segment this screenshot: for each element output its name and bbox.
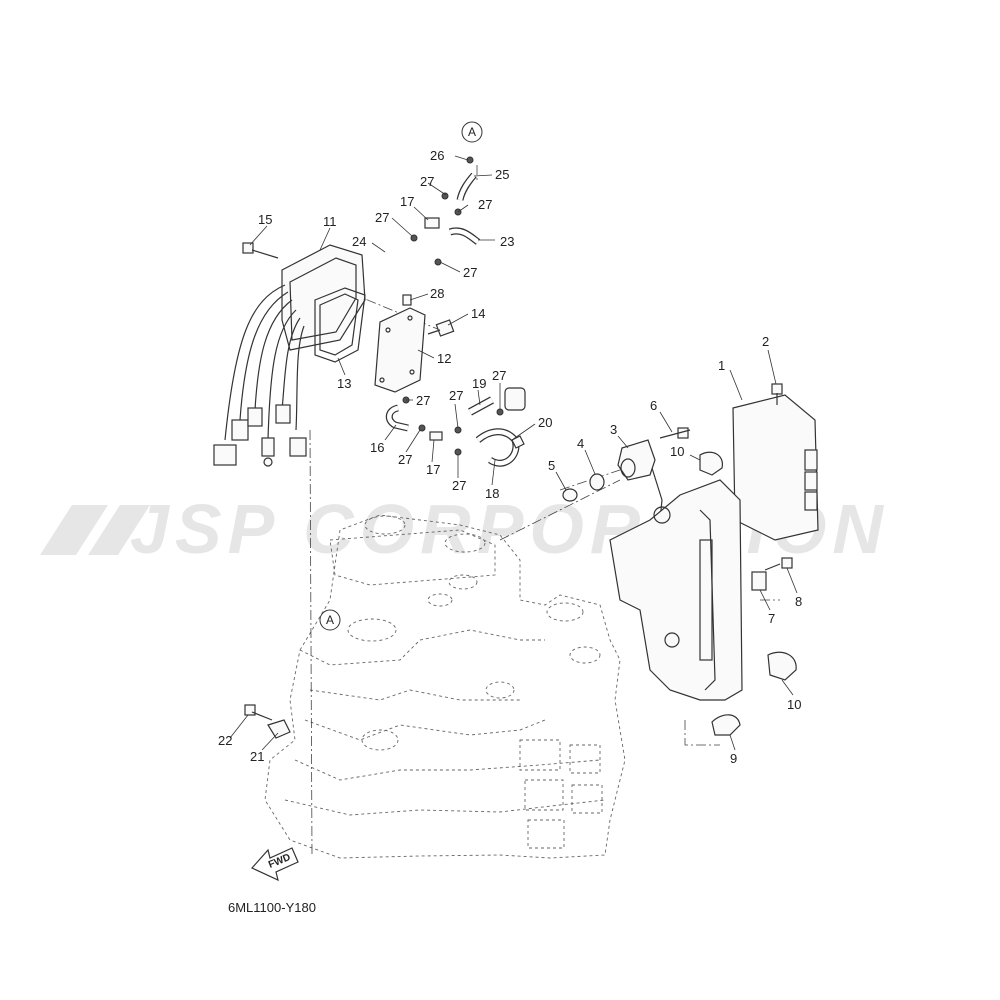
part-12-cover xyxy=(374,307,426,393)
callout-12: 12 xyxy=(437,351,451,366)
callout-27: 27 xyxy=(478,197,492,212)
callout-10: 10 xyxy=(787,697,801,712)
callout-19: 19 xyxy=(472,376,486,391)
svg-text:A: A xyxy=(326,613,334,627)
callout-9: 9 xyxy=(730,751,737,766)
callout-11: 11 xyxy=(323,214,337,229)
callout-27: 27 xyxy=(449,388,463,403)
callout-27: 27 xyxy=(463,265,477,280)
callout-8: 8 xyxy=(795,594,802,609)
part-1-cdi-unit xyxy=(659,383,819,541)
callout-23: 23 xyxy=(500,234,514,249)
callout-27: 27 xyxy=(416,393,430,408)
callout-5: 5 xyxy=(548,458,555,473)
callout-24: 24 xyxy=(352,234,366,249)
clamps xyxy=(699,451,797,736)
watermark-logo-icon xyxy=(40,505,150,555)
callout-3: 3 xyxy=(610,422,617,437)
fwd-arrow: FWD xyxy=(251,847,299,882)
callout-26: 26 xyxy=(430,148,444,163)
callout-17: 17 xyxy=(426,462,440,477)
bolts-misc xyxy=(244,557,793,739)
callout-21: 21 xyxy=(250,749,264,764)
callout-18: 18 xyxy=(485,486,499,501)
callout-14: 14 xyxy=(471,306,485,321)
reference-mark-top: A xyxy=(461,121,483,143)
part-11-ignition-coil xyxy=(213,244,366,467)
callout-27: 27 xyxy=(420,174,434,189)
reference-mark-bottom: A xyxy=(319,609,341,631)
hoses-lower xyxy=(385,387,526,467)
callouts: 26 25 27 17 27 27 23 24 27 28 14 12 13 1… xyxy=(218,148,802,766)
callout-25: 25 xyxy=(495,167,509,182)
callout-22: 22 xyxy=(218,733,232,748)
callout-1: 1 xyxy=(718,358,725,373)
callout-27: 27 xyxy=(452,478,466,493)
callout-28: 28 xyxy=(430,286,444,301)
leader-lines xyxy=(229,155,798,751)
svg-text:A: A xyxy=(468,125,476,139)
part-28 xyxy=(402,294,412,306)
part-14-bolt xyxy=(427,319,455,337)
part-13-gasket xyxy=(314,287,366,363)
callout-13: 13 xyxy=(337,376,351,391)
diagram-code: 6ML1100-Y180 xyxy=(228,900,316,915)
hoses-upper xyxy=(384,156,481,281)
callout-27: 27 xyxy=(398,452,412,467)
part-15-bolt xyxy=(242,242,279,259)
callout-17: 17 xyxy=(400,194,414,209)
callout-27: 27 xyxy=(375,210,389,225)
mounting-bracket xyxy=(609,479,743,701)
callout-7: 7 xyxy=(768,611,775,626)
engine-block xyxy=(264,514,626,859)
callout-15: 15 xyxy=(258,212,272,227)
callout-6: 6 xyxy=(650,398,657,413)
callout-10: 10 xyxy=(670,444,684,459)
callout-20: 20 xyxy=(538,415,552,430)
callout-2: 2 xyxy=(762,334,769,349)
fwd-arrow-icon xyxy=(251,847,299,882)
callout-27: 27 xyxy=(492,368,506,383)
callout-4: 4 xyxy=(577,436,584,451)
callout-16: 16 xyxy=(370,440,384,455)
